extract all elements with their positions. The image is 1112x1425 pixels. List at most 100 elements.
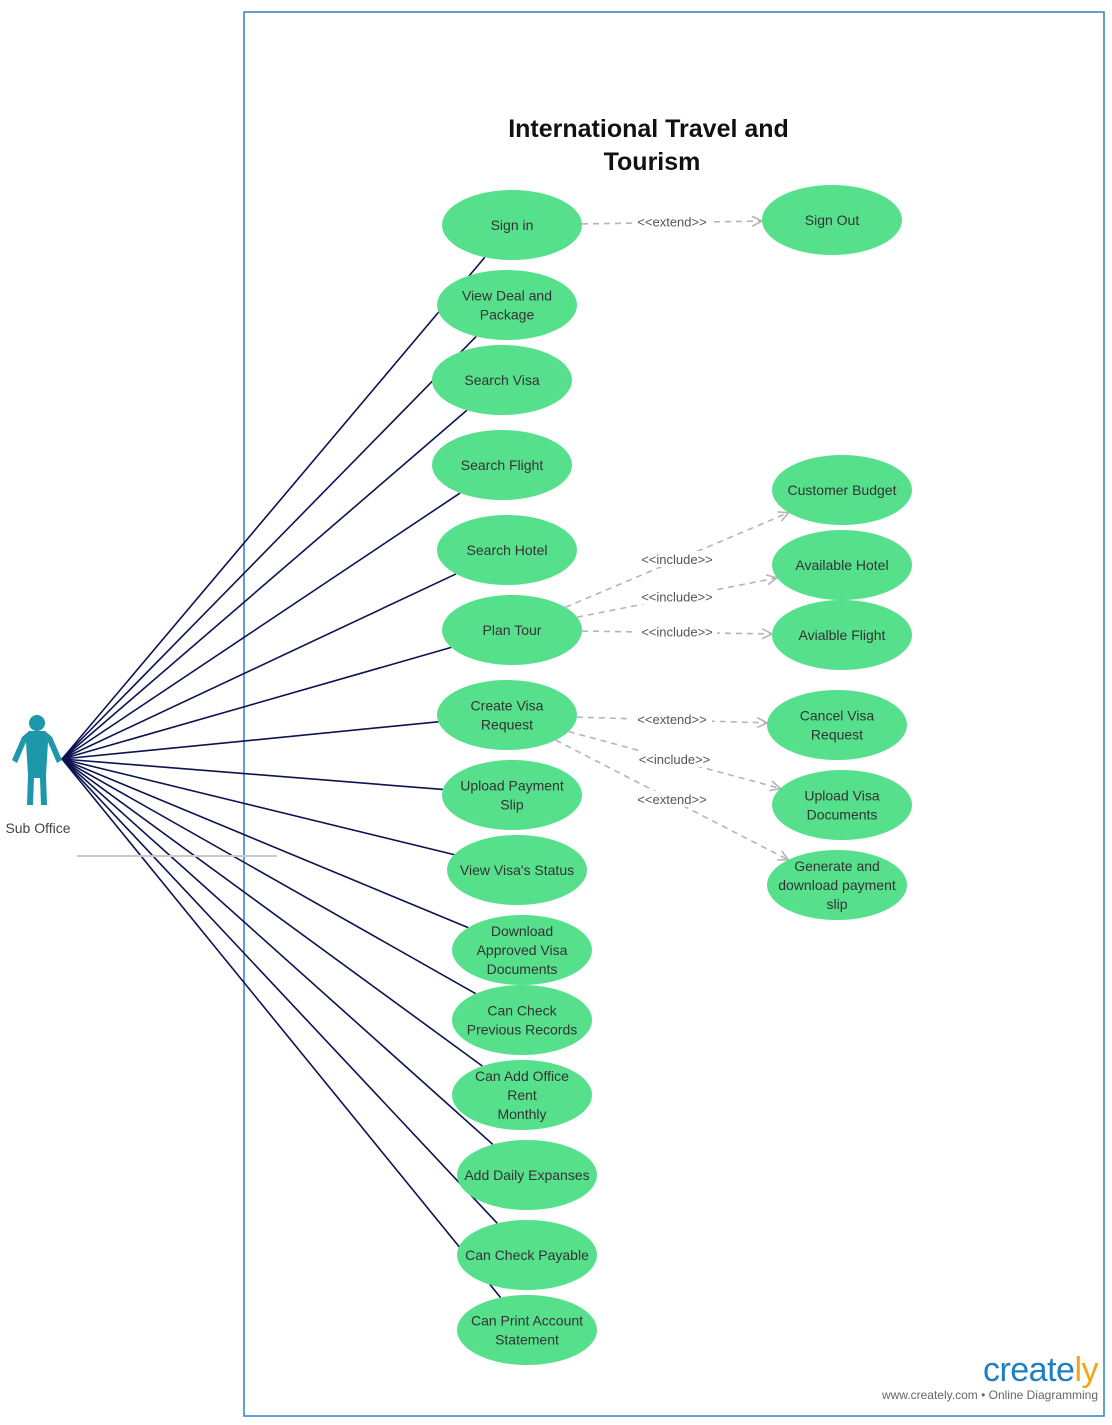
association-plan-tour [61,646,452,760]
relation-label-background [637,588,717,605]
use-case-ellipse [452,985,592,1055]
use-case-label-line: Documents [487,961,558,977]
use-case-label-line: Avialble Flight [799,627,886,643]
use-case-label: Plan Tour [483,622,542,638]
use-case-ellipse [767,690,907,760]
use-case-label-line: View Visa's Status [460,862,574,878]
use-case-label-line: Download [491,923,553,939]
use-case-label-line: Upload Visa [804,788,879,804]
relation-label-background [637,551,717,567]
use-case-label: Customer Budget [788,482,897,498]
use-case-daily-expanses[interactable]: Add Daily Expanses [457,1140,597,1210]
use-case-label-line: slip [826,896,847,912]
association-check-records [61,758,477,995]
use-case-label: Search Visa [464,372,539,388]
use-case-label-line: Rent [507,1087,537,1103]
use-case-label-line: Approved Visa [477,942,568,958]
use-case-label-line: View Deal and [462,288,552,304]
use-case-ellipse [457,1140,597,1210]
use-case-available-flight[interactable]: Avialble Flight [772,600,912,670]
use-case-ellipse [457,1295,597,1365]
relation-label-background [637,623,717,640]
dependency-lines: <<extend>><<include>><<include>><<includ… [555,213,789,860]
use-case-label-line: Documents [807,807,878,823]
use-case-label-line: Request [481,717,533,733]
use-case-label-line: Upload Payment [460,778,564,794]
use-case-ellipse [442,595,582,665]
use-case-sign-in[interactable]: Sign in [442,190,582,260]
actor-label: Sub Office [5,820,70,836]
use-case-ellipse [452,915,592,985]
use-case-ellipse [437,680,577,750]
association-search-flight [61,492,461,760]
use-case-label-line: Cancel Visa [800,708,875,724]
use-case-label-line: Search Hotel [467,542,548,558]
use-case-ellipse [762,185,902,255]
use-case-label: View Visa's Status [460,862,574,878]
use-case-ellipse [447,835,587,905]
use-case-label-line: Can Check Payable [465,1247,589,1263]
use-case-ellipse [772,530,912,600]
relation-label-background [632,213,712,230]
use-case-ellipse [457,1220,597,1290]
use-case-plan-tour[interactable]: Plan Tour [442,595,582,665]
use-case-search-flight[interactable]: Search Flight [432,430,572,500]
use-case-label: Sign Out [805,212,860,228]
use-case-view-visa-status[interactable]: View Visa's Status [447,835,587,905]
use-case-label-line: Request [811,727,863,743]
use-case-label: Add Daily Expanses [464,1167,589,1183]
use-case-ellipse [437,515,577,585]
use-case-label: Search Hotel [467,542,548,558]
use-case-sign-out[interactable]: Sign Out [762,185,902,255]
relation-create-visa-to-upload-visa-docs [568,730,781,789]
use-case-label-line: download payment [778,877,896,893]
use-case-customer-budget[interactable]: Customer Budget [772,455,912,525]
use-case-label-line: Search Flight [461,457,544,473]
relation-label-background [634,751,715,767]
system-boundary [243,11,1105,1417]
use-case-label-line: Generate and [794,858,880,874]
person-icon [12,715,62,805]
use-case-label-line: Slip [500,797,524,813]
creately-tagline: www.creately.com • Online Diagramming [881,1388,1098,1402]
relation-label-background [632,791,712,807]
use-case-label-line: Monthly [497,1106,546,1122]
use-case-label-line: Sign in [491,217,534,233]
use-case-ellipse [767,850,907,920]
relation-create-visa-to-cancel-visa [576,716,767,723]
use-case-ellipse [432,430,572,500]
relation-label: <<extend>> [637,712,706,727]
use-case-check-payable[interactable]: Can Check Payable [457,1220,597,1290]
use-case-label: Available Hotel [795,557,888,573]
creately-logo: creately [982,1351,1099,1389]
use-case-label-line: Can Add Office [475,1068,569,1084]
use-case-label: Can Check Payable [465,1247,589,1263]
use-case-ellipse [772,600,912,670]
use-case-search-hotel[interactable]: Search Hotel [437,515,577,585]
actor-sub-office[interactable]: Sub Office [5,715,277,857]
creately-branding: creately www.creately.com • Online Diagr… [881,1351,1099,1402]
use-case-available-hotel[interactable]: Available Hotel [772,530,912,600]
relation-label: <<include>> [641,552,713,567]
use-case-search-visa[interactable]: Search Visa [432,345,572,415]
association-sign-in [61,256,486,760]
use-case-ellipse [442,760,582,830]
use-case-generate-slip[interactable]: Generate and download payment slip [767,850,907,920]
use-case-label-line: Search Visa [464,372,539,388]
